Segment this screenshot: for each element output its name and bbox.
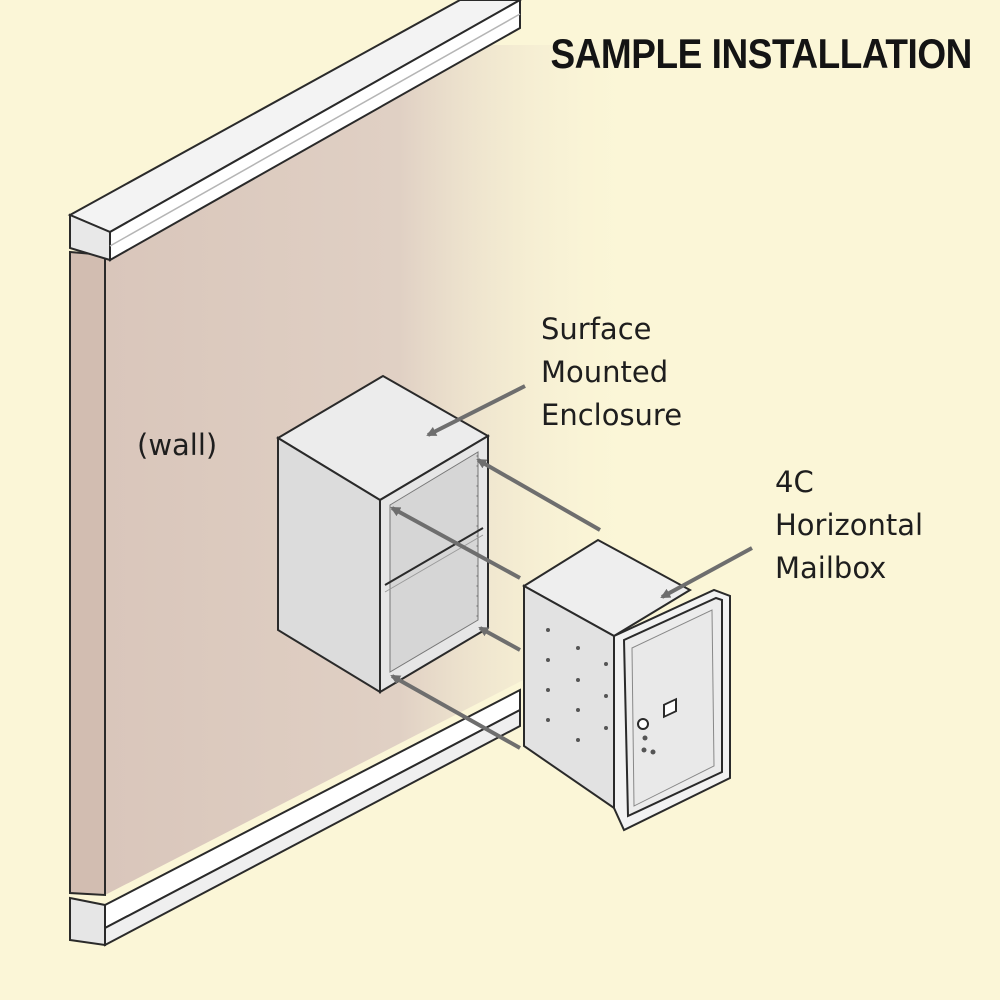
enclosure-label: Surface Mounted Enclosure bbox=[541, 308, 682, 437]
surface-mounted-enclosure bbox=[276, 374, 490, 694]
mailbox-id-plate bbox=[663, 697, 677, 719]
enclosure-label-line: Enclosure bbox=[541, 398, 683, 432]
top-cap-rail bbox=[67, 0, 523, 262]
enclosure-callout-arrow bbox=[426, 384, 526, 437]
arrow-3 bbox=[478, 626, 521, 652]
enclosure-label-line: Surface bbox=[541, 312, 652, 346]
mailbox-label-line: Horizontal bbox=[775, 508, 924, 542]
arrow-2 bbox=[390, 506, 521, 580]
mailbox-lock bbox=[637, 718, 656, 755]
mailbox-label-line: 4C bbox=[775, 465, 814, 499]
diagram-title: SAMPLE INSTALLATION bbox=[550, 30, 973, 77]
callout-arrows bbox=[426, 384, 753, 599]
arrow-4 bbox=[390, 674, 521, 750]
arrow-1 bbox=[476, 458, 601, 532]
insertion-arrows bbox=[390, 458, 601, 750]
wall-edge bbox=[69, 250, 106, 897]
enclosure-label-line: Mounted bbox=[541, 355, 669, 389]
mailbox-label-line: Mailbox bbox=[775, 551, 887, 585]
mailbox-label: 4C Horizontal Mailbox bbox=[775, 461, 923, 590]
mailbox-mounting-holes bbox=[546, 628, 608, 742]
4c-horizontal-mailbox bbox=[522, 538, 731, 832]
mailbox-callout-arrow bbox=[660, 546, 753, 599]
baseboard bbox=[69, 688, 521, 947]
wall-label: (wall) bbox=[137, 428, 218, 462]
